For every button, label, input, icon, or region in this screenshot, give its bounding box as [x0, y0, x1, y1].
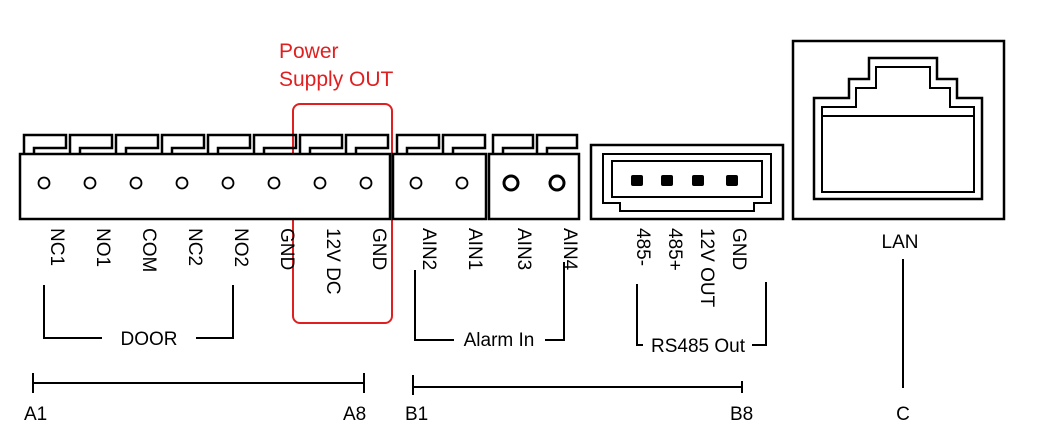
- terminal-a-screw-3: [129, 176, 143, 190]
- rs485-pin-label-1: 485-: [632, 228, 653, 266]
- terminal-a-pin-label-7: 12V DC: [322, 228, 343, 295]
- rs485-pin-label-3: 12V OUT: [696, 228, 717, 308]
- terminal-a-screw-8: [359, 176, 373, 190]
- range-a-line: [32, 373, 365, 393]
- alarm-in-group: Alarm In: [414, 262, 565, 351]
- terminal-block-alarm-teeth: [395, 133, 487, 154]
- lan-label: LAN: [882, 232, 919, 253]
- rs485-pin-label-2: 485+: [664, 228, 685, 271]
- terminal-a-screw-4: [175, 176, 189, 190]
- terminal-a-tooth-2: [68, 133, 114, 154]
- alarm-b-pin-label-1: AIN3: [513, 228, 534, 270]
- range-a-end: A8: [343, 404, 366, 425]
- door-group: DOOR: [43, 285, 234, 350]
- alarm-b-screw-1: [502, 174, 520, 192]
- lan-port-socket-outer: [812, 56, 984, 201]
- terminal-a-pin-label-5: NO2: [230, 228, 251, 267]
- terminal-block-alarm: [391, 133, 488, 221]
- rs485-connector-pins: [631, 175, 738, 186]
- terminal-block-a: [18, 133, 392, 221]
- power-supply-label-line2: Supply OUT: [279, 68, 394, 91]
- alarm-in-label: Alarm In: [464, 330, 535, 351]
- rs485-pin-3: [692, 175, 704, 186]
- terminal-block-alarm-b-teeth: [491, 133, 579, 154]
- range-c: C: [896, 259, 910, 425]
- rs485-connector-inner: [602, 153, 772, 212]
- range-a-start: A1: [24, 404, 47, 425]
- lan-port-outer: [791, 39, 1006, 221]
- terminal-a-tooth-8: [344, 133, 390, 154]
- terminal-block-a-teeth: [22, 133, 390, 154]
- rs485-pin-1: [631, 175, 643, 186]
- terminal-block-alarm-b: [487, 133, 581, 221]
- range-b: B1 B8: [405, 375, 753, 425]
- rs485-out-group: RS485 Out: [636, 282, 767, 357]
- alarm-b-tooth-2: [535, 133, 579, 154]
- terminal-a-tooth-4: [160, 133, 206, 154]
- range-a: A1 A8: [24, 373, 366, 425]
- alarm-b-tooth-1: [491, 133, 535, 154]
- alarm-tooth-1: [395, 133, 441, 154]
- rs485-connector-inner-2: [611, 160, 763, 198]
- terminal-a-pin-label-1: NC1: [46, 228, 67, 266]
- terminal-a-tooth-7: [298, 133, 344, 154]
- lan-port-socket-inner: [821, 66, 975, 193]
- rs485-pin-2: [661, 175, 673, 186]
- terminal-a-tooth-5: [206, 133, 252, 154]
- rs485-pin-label-4: GND: [728, 228, 749, 270]
- rs485-pin-labels: 485- 485+ 12V OUT GND: [632, 228, 749, 308]
- alarm-pin-label-1: AIN2: [418, 228, 439, 270]
- range-b-start: B1: [405, 404, 428, 425]
- door-bracket: [43, 285, 234, 339]
- terminal-a-screw-7: [313, 176, 327, 190]
- alarm-b-screw-2: [548, 174, 566, 192]
- terminal-a-tooth-3: [114, 133, 160, 154]
- power-supply-label-line1: Power: [279, 40, 339, 63]
- terminal-a-screw-5: [221, 176, 235, 190]
- door-label: DOOR: [121, 329, 178, 350]
- rs485-connector-outer: [589, 143, 785, 221]
- alarm-in-bracket: [414, 262, 565, 341]
- terminal-a-screw-2: [83, 176, 97, 190]
- terminal-a-tooth-1: [22, 133, 68, 154]
- terminal-a-pin-label-4: NC2: [184, 228, 205, 266]
- range-b-line: [412, 375, 743, 395]
- terminal-block-alarm-screws: [409, 176, 469, 190]
- terminal-a-pin-labels: NC1 NO1 COM NC2 NO2 GND 12V DC GND: [46, 228, 389, 295]
- rs485-connector: [589, 143, 785, 221]
- lan-port: LAN: [791, 39, 1006, 253]
- terminal-block-alarm-b-screws: [502, 174, 566, 192]
- terminal-a-screw-6: [267, 176, 281, 190]
- terminal-a-pin-label-8: GND: [368, 228, 389, 270]
- rs485-out-bracket: [636, 282, 767, 346]
- terminal-a-pin-label-2: NO1: [92, 228, 113, 267]
- alarm-tooth-2: [441, 133, 487, 154]
- rs485-pin-4: [726, 175, 738, 186]
- rs485-out-label: RS485 Out: [651, 336, 746, 357]
- alarm-pin-label-2: AIN1: [464, 228, 485, 270]
- terminal-a-screw-1: [37, 176, 51, 190]
- terminal-a-pin-label-6: GND: [276, 228, 297, 270]
- range-c-label: C: [896, 404, 910, 425]
- terminal-block-a-screws: [37, 176, 373, 190]
- alarm-screw-1: [409, 176, 423, 190]
- terminal-block-alarm-b-body: [487, 152, 581, 221]
- terminal-a-tooth-6: [252, 133, 298, 154]
- terminal-block-alarm-body: [391, 152, 488, 221]
- terminal-block-a-body: [18, 152, 392, 221]
- alarm-pin-labels: AIN2 AIN1: [418, 228, 485, 270]
- alarm-screw-2: [455, 176, 469, 190]
- terminal-a-pin-label-3: COM: [138, 228, 159, 272]
- alarm-b-pin-labels: AIN3 AIN4: [513, 228, 580, 271]
- range-b-end: B8: [730, 404, 753, 425]
- alarm-b-pin-label-2: AIN4: [559, 228, 580, 271]
